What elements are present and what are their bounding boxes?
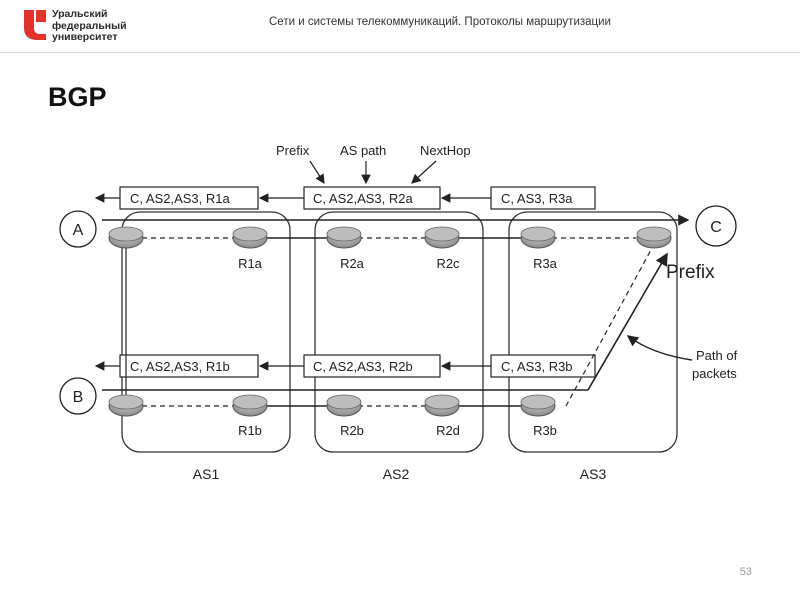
university-name: Уральский федеральный университет <box>52 8 127 43</box>
pointer-prefix <box>309 160 325 185</box>
router-label-r1a: R1a <box>238 256 263 271</box>
router-label-r3a: R3a <box>533 256 558 271</box>
router-label-r2b: R2b <box>340 423 364 438</box>
packet-path-diagonal <box>587 252 668 391</box>
as1-label: AS1 <box>193 466 220 482</box>
announce-bottom-1: C, AS2,AS3, R1b <box>130 359 230 374</box>
router-icon <box>108 226 144 249</box>
dashed-link-r3b-c <box>565 247 653 407</box>
university-logo: Уральский федеральный университет <box>22 8 142 44</box>
router-icon <box>424 226 460 249</box>
header-divider <box>0 52 800 53</box>
router-icon <box>520 394 556 417</box>
bgp-diagram: Prefix AS path NextHop C, AS2,AS3, R1a C… <box>40 128 767 495</box>
router-icon <box>232 226 268 249</box>
router-icon <box>636 226 672 249</box>
page-number: 53 <box>739 566 752 578</box>
router-label-r2c: R2c <box>436 256 460 271</box>
label-prefix: Prefix <box>276 143 310 158</box>
university-logo-icon <box>24 10 46 40</box>
host-a <box>59 210 97 248</box>
as3-label: AS3 <box>580 466 607 482</box>
router-icon <box>232 394 268 417</box>
announce-bottom-3: C, AS3, R3b <box>501 359 573 374</box>
as1-boundary <box>121 211 291 453</box>
router-label-r2d: R2d <box>436 423 460 438</box>
slide-title: BGP <box>48 82 107 112</box>
label-as-path: AS path <box>340 143 386 158</box>
host-b <box>59 377 97 415</box>
host-c-label: C <box>710 219 722 236</box>
as2-boundary <box>314 211 484 453</box>
course-title: Сети и системы телекоммуникаций. Протоко… <box>269 16 611 28</box>
announce-top-2: C, AS2,AS3, R2a <box>313 191 413 206</box>
path-label-line2: packets <box>692 366 737 381</box>
prefix-label: Prefix <box>666 262 715 283</box>
announce-top-3: C, AS3, R3a <box>501 191 573 206</box>
router-label-r1b: R1b <box>238 423 262 438</box>
announce-bottom-2: C, AS2,AS3, R2b <box>313 359 413 374</box>
path-of-packets-pointer <box>626 335 693 361</box>
router-icon <box>326 394 362 417</box>
router-icon <box>326 226 362 249</box>
announce-top-1: C, AS2,AS3, R1a <box>130 191 230 206</box>
router-icon <box>424 394 460 417</box>
router-icon <box>108 394 144 417</box>
host-c <box>695 205 737 247</box>
pointer-nexthop <box>411 160 437 184</box>
router-label-r3b: R3b <box>533 423 557 438</box>
as3-boundary <box>508 211 678 453</box>
router-icon <box>520 226 556 249</box>
host-b-label: B <box>73 389 84 406</box>
host-a-label: A <box>73 222 84 239</box>
label-nexthop: NextHop <box>420 143 471 158</box>
router-label-r2a: R2a <box>340 256 365 271</box>
path-label-line1: Path of <box>696 348 738 363</box>
as2-label: AS2 <box>383 466 410 482</box>
diagram-background <box>40 128 767 495</box>
